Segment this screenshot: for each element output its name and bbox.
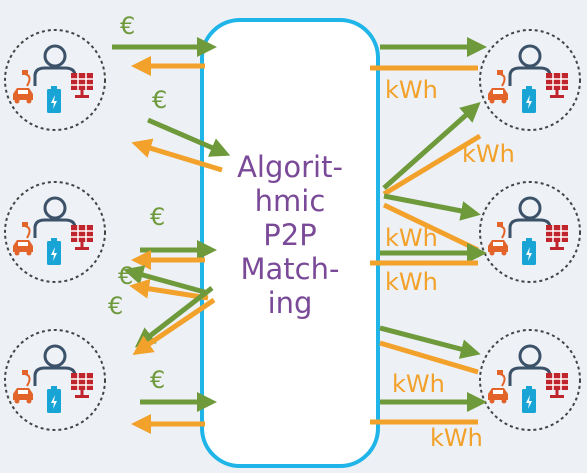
kwh-label: kWh	[385, 224, 438, 252]
matching-title-line: hmic	[254, 184, 326, 218]
kwh-label: kWh	[385, 268, 438, 296]
energy-arrow	[382, 133, 482, 197]
kwh-label: kWh	[392, 370, 445, 398]
kwh-label: kWh	[462, 140, 515, 168]
participant-right-middle	[478, 180, 582, 284]
kwh-label: kWh	[430, 424, 483, 452]
money-arrow	[382, 102, 481, 190]
money-arrow	[383, 193, 481, 221]
kwh-label: kWh	[385, 76, 438, 104]
participant-left-top	[3, 28, 107, 132]
money-arrow	[134, 286, 214, 348]
energy-arrow	[379, 340, 479, 375]
participant-right-bottom	[478, 328, 582, 432]
energy-arrow	[131, 138, 223, 173]
matching-title-line: ing	[267, 286, 313, 320]
matching-title: Algorit- hmic P2P Match- ing	[200, 150, 380, 320]
euro-label: €	[150, 366, 165, 394]
euro-label: €	[120, 12, 135, 40]
money-arrow	[379, 325, 481, 359]
euro-label: €	[108, 292, 123, 320]
participant-left-bottom	[3, 328, 107, 432]
energy-arrow	[382, 202, 480, 253]
participant-right-top	[478, 28, 582, 132]
money-arrow	[147, 117, 231, 157]
euro-label: €	[118, 262, 133, 290]
participant-left-middle	[3, 180, 107, 284]
euro-label: €	[150, 203, 165, 231]
matching-title-line: Match-	[240, 252, 340, 286]
money-arrow	[123, 265, 209, 296]
energy-arrow	[129, 278, 209, 301]
energy-arrow	[132, 297, 216, 356]
euro-label: €	[152, 86, 167, 114]
matching-title-line: P2P	[263, 218, 317, 252]
matching-title-line: Algorit-	[237, 150, 343, 184]
